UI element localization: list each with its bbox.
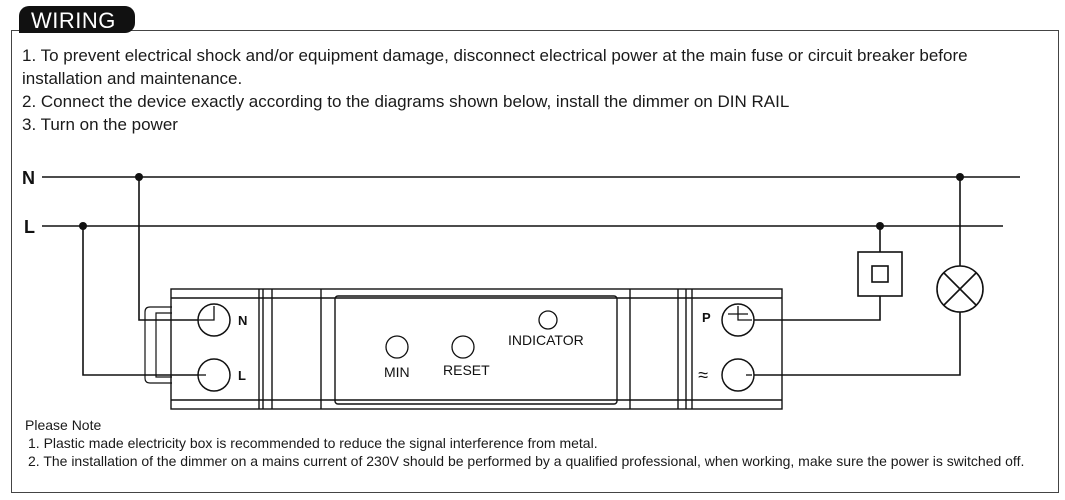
min-button-icon [385,335,409,359]
indicator-led-icon [538,310,558,330]
dimmer-module [170,288,783,410]
reset-button-icon [451,335,475,359]
please-note-section: Please Note 1. Plastic made electricity … [25,416,1035,470]
terminal-label-p: P [702,310,711,325]
lamp-icon [936,265,984,313]
line-label-l: L [24,217,35,237]
terminal-label-n: N [238,313,247,328]
junction-dot [956,173,964,181]
junction-dot [79,222,87,230]
din-clip [144,306,172,384]
section-badge: WIRING [19,6,135,33]
terminal-label-output: ≈ [698,365,708,385]
terminal-out-screw-icon [721,358,755,392]
min-button-label: MIN [384,364,410,380]
note-item-2: 2. The installation of the dimmer on a m… [28,453,1025,469]
lamp-to-output-wire [752,312,961,376]
instruction-list: 1. To prevent electrical shock and/or eq… [22,44,1032,136]
line-label-n: N [22,168,35,188]
switch-to-p-wire [752,296,881,321]
note-item-1: 1. Plastic made electricity box is recom… [28,435,598,451]
junction-dot [135,173,143,181]
terminal-label-l: L [238,368,246,383]
instruction-step-2: 2. Connect the device exactly according … [22,92,790,111]
live-to-dimmer-wire [82,226,198,376]
reset-button-label: RESET [443,362,490,378]
junction-dot [876,222,884,230]
instruction-step-3: 3. Turn on the power [22,115,178,134]
indicator-label: INDICATOR [508,332,584,348]
wall-switch-icon [857,251,903,297]
notes-title: Please Note [25,417,102,433]
neutral-to-dimmer-wire [138,177,198,321]
instruction-step-1: 1. To prevent electrical shock and/or eq… [22,46,968,88]
wiring-panel [11,30,1059,493]
